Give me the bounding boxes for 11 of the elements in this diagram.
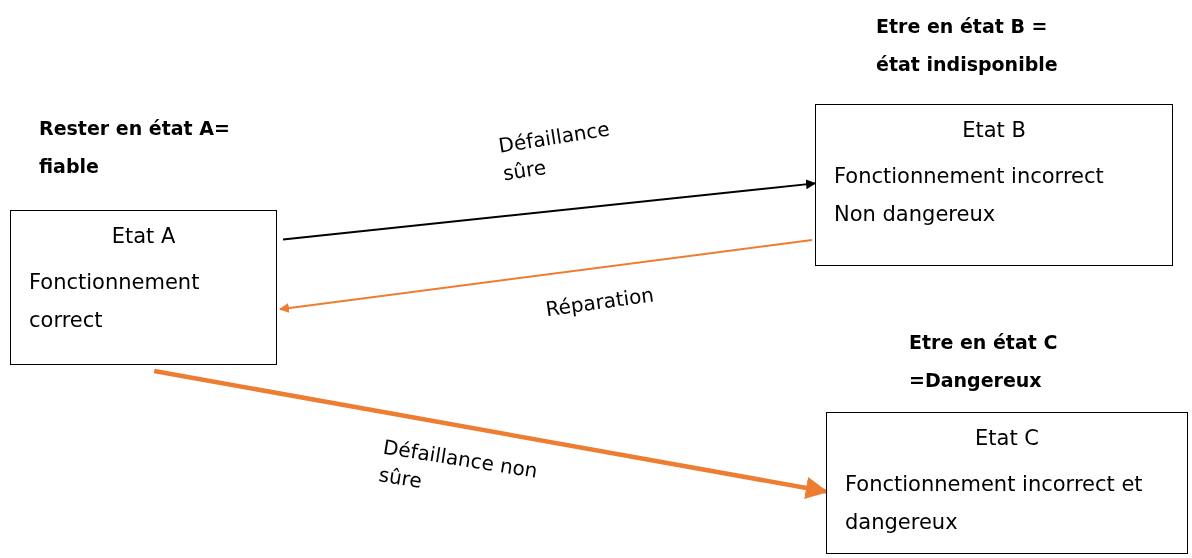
state-description: Fonctionnement incorrect et dangereux xyxy=(845,471,1144,536)
state-heading: Etre en état B = état indisponible xyxy=(876,14,1059,77)
state-title: Etat A xyxy=(110,223,177,250)
arrow xyxy=(279,239,813,313)
state-description: Fonctionnement incorrect Non dangereux xyxy=(834,163,1105,228)
state-title: Etat B xyxy=(961,117,1027,144)
state-heading: Etre en état C =Dangereux xyxy=(909,330,1059,393)
state-description: Fonctionnement correct xyxy=(29,269,201,334)
arrow xyxy=(282,179,816,241)
state-heading: Rester en état A= fiable xyxy=(39,116,231,179)
state-title: Etat C xyxy=(974,425,1040,452)
